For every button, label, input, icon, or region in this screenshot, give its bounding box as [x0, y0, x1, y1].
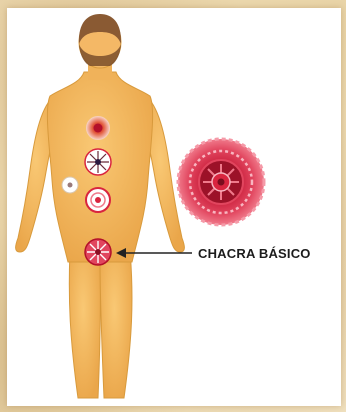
base-chakra-mandala	[178, 139, 264, 225]
left-leg	[69, 250, 100, 398]
right-leg	[100, 250, 132, 398]
chakra-throat	[86, 116, 110, 140]
chakra-base	[85, 239, 111, 265]
chakra-label: CHACRA BÁSICO	[198, 246, 311, 261]
chakra-sacral	[86, 188, 110, 212]
chakra-side	[62, 177, 78, 193]
chakra-heart	[85, 149, 111, 175]
